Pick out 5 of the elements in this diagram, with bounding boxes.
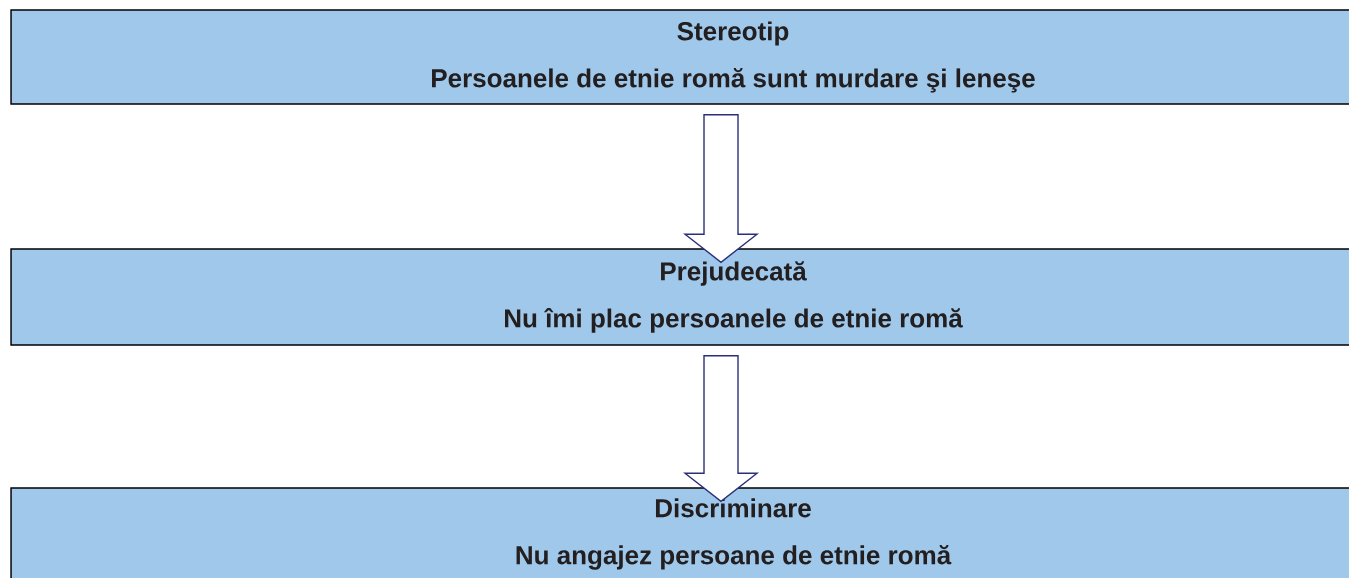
- process-box: Discriminare Nu angajez persoane de etnie romă: [10, 487, 1349, 578]
- process-box: Stereotip Persoanele de etnie romă sunt murdare şi leneşe: [10, 9, 1349, 105]
- process-box: Prejudecată Nu îmi plac persoanele de etnie romă: [10, 248, 1349, 346]
- block-arrow: [682, 355, 760, 503]
- block-arrow: [682, 114, 760, 264]
